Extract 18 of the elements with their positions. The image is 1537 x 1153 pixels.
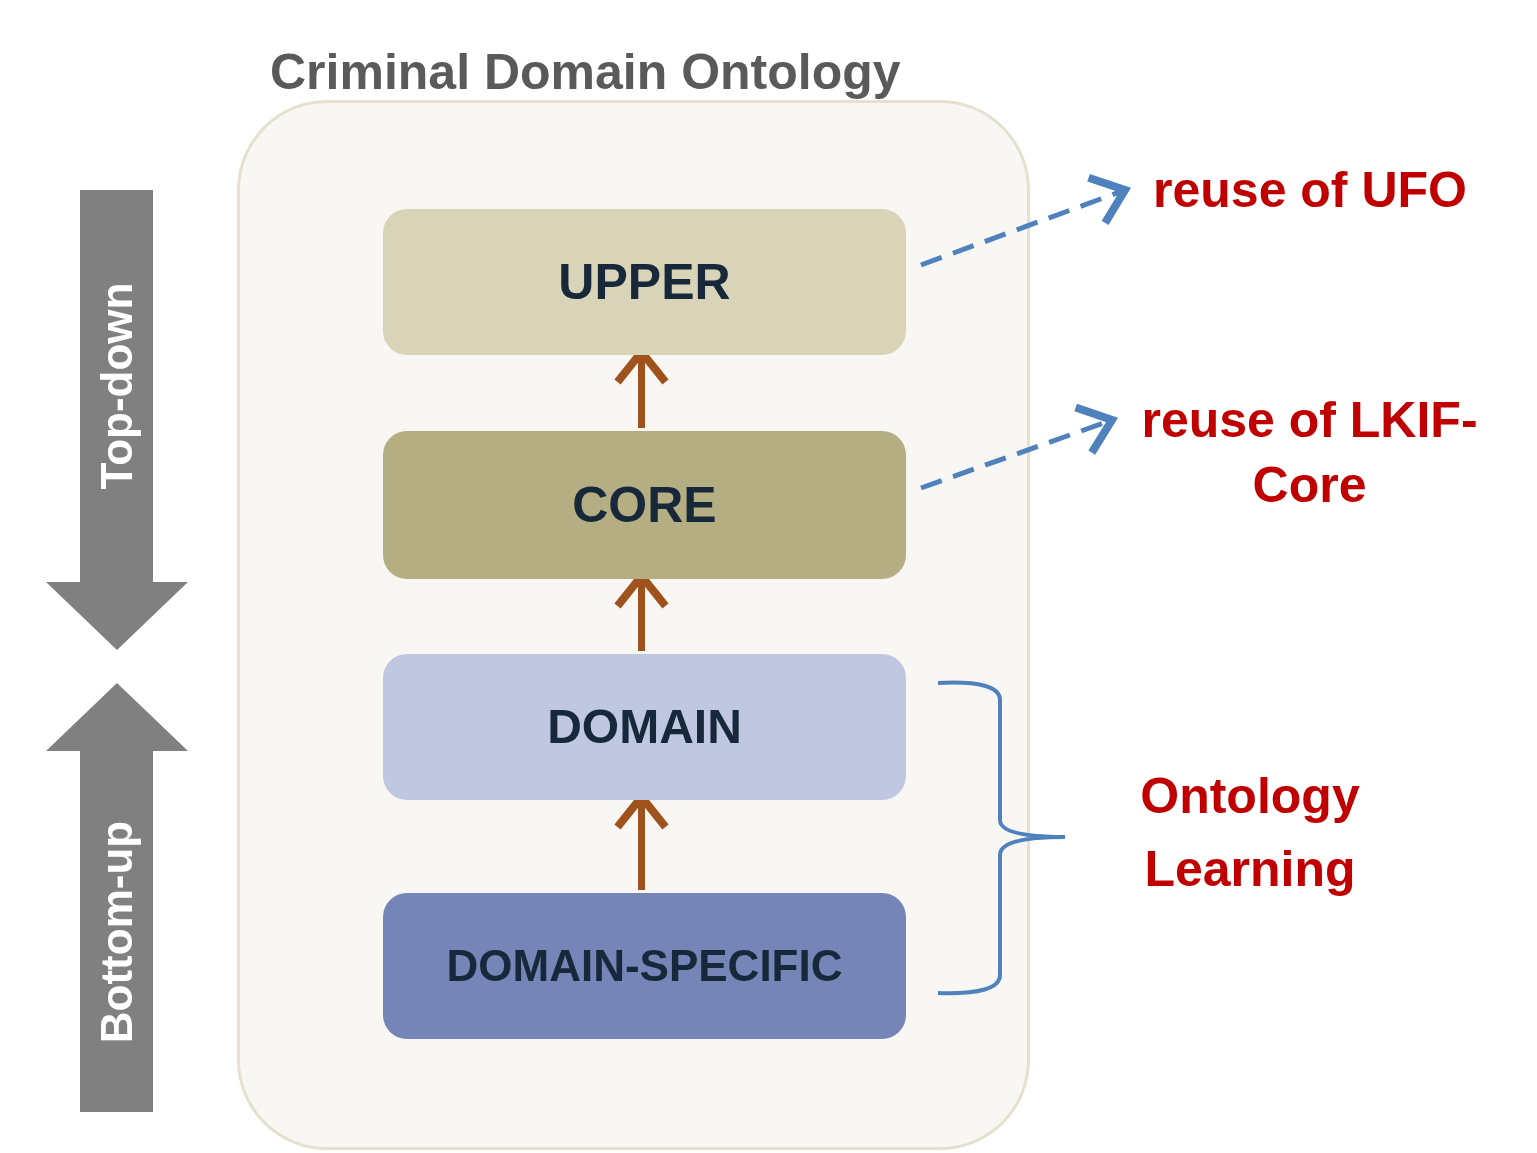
annotation-text: reuse of UFO xyxy=(1125,158,1495,220)
direction-arrow xyxy=(46,683,188,1112)
layer-box xyxy=(383,209,906,355)
layer-label: DOMAIN xyxy=(547,699,742,755)
annotation-text: reuse of LKIF- Core xyxy=(1112,388,1507,523)
layer-label: DOMAIN-SPECIFIC xyxy=(446,940,843,992)
layer-box xyxy=(383,431,906,579)
direction-label: Top-down xyxy=(91,282,142,490)
layer-label: UPPER xyxy=(558,252,731,312)
container-heading: Criminal Domain Ontology xyxy=(270,43,901,102)
annotation-text: Ontology Learning xyxy=(1139,767,1361,899)
layer-label: CORE xyxy=(572,475,717,535)
layer-box xyxy=(383,893,906,1039)
direction-label: Bottom-up xyxy=(91,820,142,1043)
arrow xyxy=(920,403,1116,491)
arrow xyxy=(920,173,1129,268)
layer-box xyxy=(383,654,906,800)
direction-arrow xyxy=(46,190,188,650)
